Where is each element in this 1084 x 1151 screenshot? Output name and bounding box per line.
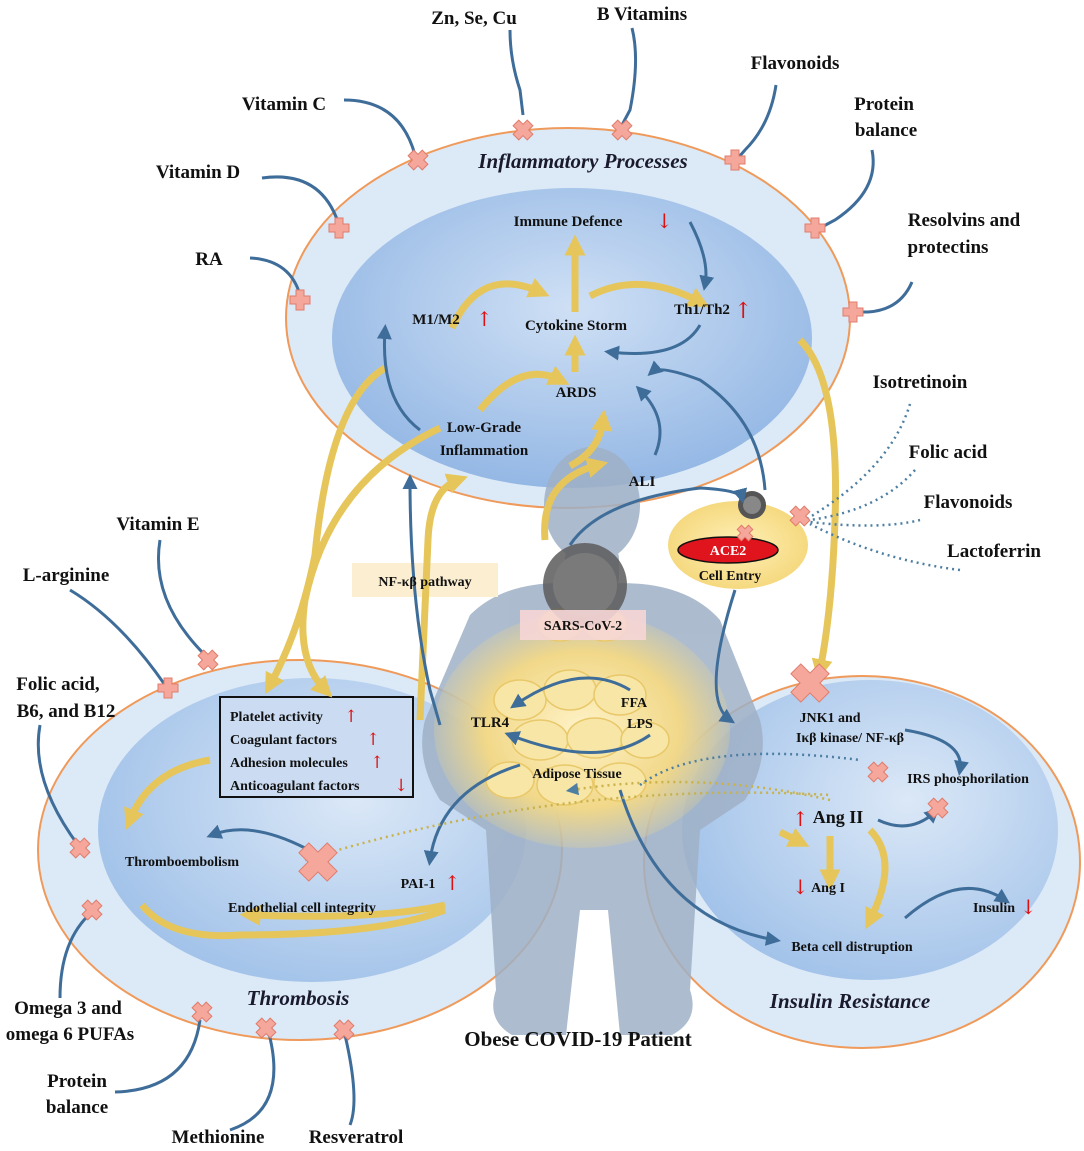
nutrient-zn-se-cu: Zn, Se, Cu [431, 8, 517, 29]
nutrient-resolvins: Resolvins and [908, 210, 1021, 231]
nutrient-omega-6: omega 6 PUFAs [6, 1024, 134, 1045]
label-endothelial: Endothelial cell integrity [228, 901, 376, 916]
ace2-ellipse [677, 536, 779, 564]
label-beta-cell: Beta cell distruption [791, 940, 913, 955]
node-immune-defence: Immune Defence [514, 214, 623, 230]
label-sars: SARS-CoV-2 [544, 619, 622, 634]
label-thromboembolism: Thromboembolism [125, 855, 239, 870]
pai1-up-arrow: ↑ [444, 871, 461, 895]
nutrient-vitamin-e: Vitamin E [116, 514, 199, 535]
node-cytokine-storm: Cytokine Storm [525, 318, 628, 334]
node-inflammation: Inflammation [440, 443, 529, 459]
nutrient-omega-3: Omega 3 and [14, 998, 122, 1019]
inflammatory-inner-ellipse [332, 188, 812, 488]
thrombosis-title: Thrombosis [247, 986, 350, 1010]
dotted-lines [304, 403, 961, 862]
nutrient-vitamin-c: Vitamin C [242, 94, 326, 115]
label-ang1: Ang I [811, 881, 845, 896]
nutrient-l-arginine: L-arginine [23, 565, 110, 586]
nutrient-vitamin-d: Vitamin D [156, 162, 240, 183]
insulin-title: Insulin Resistance [769, 989, 930, 1013]
label-tlr4: TLR4 [471, 715, 510, 731]
factor-row-3: Anticoagulant factors [230, 779, 360, 794]
label-ffa: FFA [621, 696, 648, 711]
nutrient-protein-top: Protein [854, 94, 914, 115]
inhibition-marks [69, 119, 949, 1041]
ang1-down-arrow: ↓ [792, 875, 809, 899]
node-th1th2: Th1/Th2 [674, 302, 730, 318]
factor-row-0-arrow: ↑ [344, 707, 358, 727]
th1th2-up-arrow: ↑ [734, 299, 752, 324]
label-jnk1: JNK1 and [799, 711, 860, 726]
label-ang2: Ang II [813, 807, 864, 827]
nutrient-folic-acid-left: Folic acid, [16, 674, 100, 695]
label-adipose-tissue: Adipose Tissue [532, 767, 621, 782]
immune-down-arrow: ↓ [656, 209, 673, 233]
nutrient-flavonoids-right: Flavonoids [924, 492, 1013, 513]
factor-row-2: Adhesion molecules [230, 756, 348, 771]
thrombosis-factor-box [219, 696, 414, 798]
virus-small-icon [738, 491, 766, 519]
inflammatory-title: Inflammatory Processes [477, 149, 687, 173]
nutrient-b6-b12: B6, and B12 [17, 701, 116, 722]
nutrient-balance-top: balance [855, 120, 917, 141]
nutrient-lactoferrin: Lactoferrin [947, 541, 1041, 562]
node-low-grade: Low-Grade [447, 420, 522, 436]
sars-cov-2-virus-icon [543, 543, 627, 627]
thrombosis-inner-ellipse [98, 678, 526, 982]
nutrient-protein-bottom: Protein [47, 1071, 107, 1092]
label-ace2: ACE2 [710, 544, 747, 559]
nutrient-resveratrol: Resveratrol [309, 1127, 404, 1148]
nutrient-methionine: Methionine [172, 1127, 265, 1148]
factor-row-1-arrow: ↑ [366, 730, 380, 750]
sars-box [520, 610, 646, 640]
factor-row-3-arrow: ↓ [394, 776, 408, 796]
nutrient-balance-bottom: balance [46, 1097, 108, 1118]
node-ards: ARDS [556, 385, 597, 401]
thrombosis-factor-list: Platelet activity ↑ Coagulant factors ↑ … [230, 707, 408, 796]
nutrient-flavonoids-top: Flavonoids [751, 53, 840, 74]
yellow-arrows [124, 234, 889, 940]
nutrient-ra: RA [195, 249, 223, 270]
label-lps: LPS [627, 717, 653, 732]
nutrient-folic-acid-right: Folic acid [909, 442, 988, 463]
label-cell-entry: Cell Entry [699, 569, 762, 584]
central-label: Obese COVID-19 Patient [464, 1027, 691, 1051]
node-m1m2: M1/M2 [412, 312, 459, 328]
node-ali: ALI [629, 474, 656, 490]
nutrient-b-vitamins: B Vitamins [597, 4, 687, 25]
blue-arrows [36, 27, 1010, 1132]
ang2-up-arrow: ↑ [792, 807, 809, 831]
label-ikb: Iκβ kinase/ NF-κβ [796, 731, 904, 746]
label-irs: IRS phosphorilation [907, 772, 1029, 787]
m1m2-up-arrow: ↑ [476, 307, 493, 331]
label-nfkb: NF-κβ pathway [378, 575, 471, 590]
label-pai1: PAI-1 [401, 877, 436, 892]
nutrient-isotretinoin: Isotretinoin [873, 372, 968, 393]
factor-row-1: Coagulant factors [230, 733, 337, 748]
factor-row-0: Platelet activity [230, 710, 323, 725]
label-insulin: Insulin [973, 901, 1015, 916]
nutrient-protectins: protectins [908, 237, 989, 258]
factor-row-2-arrow: ↑ [370, 753, 384, 773]
insulin-down-arrow: ↓ [1020, 895, 1037, 919]
